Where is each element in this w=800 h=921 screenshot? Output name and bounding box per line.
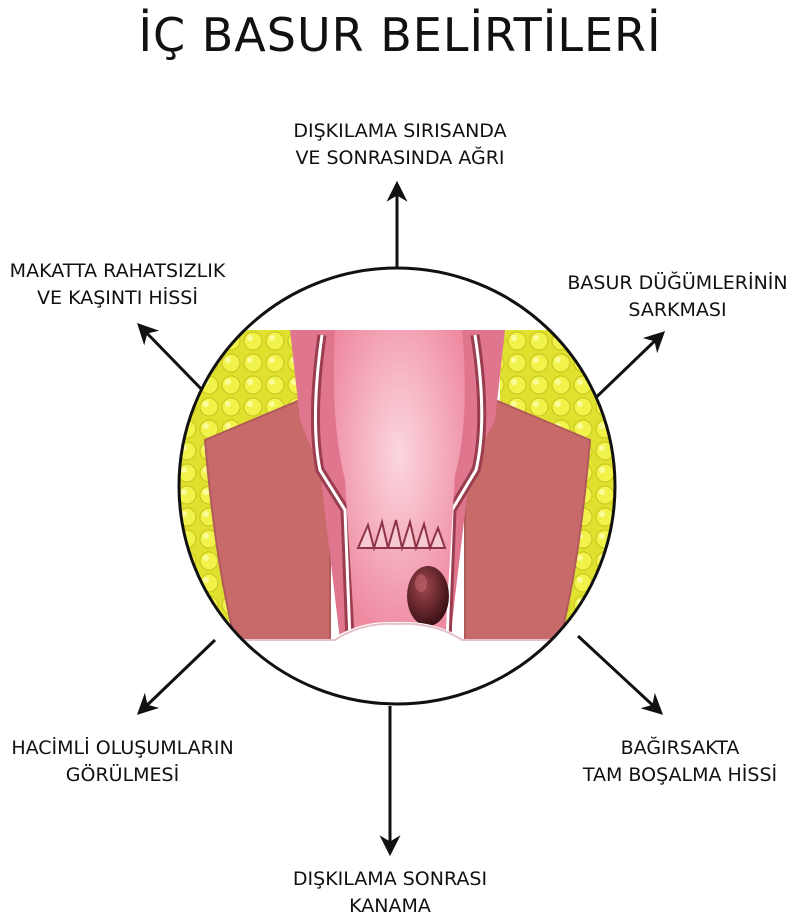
symptom-bottom-right: BAĞIRSAKTA TAM BOŞALMA HİSSİ <box>565 735 795 789</box>
symptom-bottom-line2: KANAMA <box>349 895 431 917</box>
symptom-top-line2: VE SONRASINDA AĞRI <box>295 147 505 169</box>
arrow-bottom-left <box>136 638 217 715</box>
diagram-circle <box>177 266 617 706</box>
symptom-bottom-left-line1: HACİMLİ OLUŞUMLARIN <box>11 737 234 759</box>
symptom-bottom-left-line2: GÖRÜLMESİ <box>65 764 180 786</box>
symptom-top-line1: DIŞKILAMA SIRISANDA <box>293 120 507 142</box>
arrow-top-left <box>137 322 212 400</box>
symptom-bottom-line1: DIŞKILAMA SONRASI <box>292 868 488 890</box>
symptom-top-left-line2: VE KAŞINTI HİSSİ <box>37 287 198 309</box>
symptom-top-right-line1: BASUR DÜĞÜMLERİNİN <box>567 272 788 294</box>
rectal-lumen <box>333 330 465 640</box>
symptom-top-right: BASUR DÜĞÜMLERİNİN SARKMASI <box>560 270 795 324</box>
arrows <box>136 180 666 857</box>
symptom-bottom-left: HACİMLİ OLUŞUMLARIN GÖRÜLMESİ <box>0 735 245 789</box>
symptom-bottom-right-line2: TAM BOŞALMA HİSSİ <box>582 764 778 786</box>
arrow-bottom-right <box>576 634 664 715</box>
page-title: İÇ BASUR BELİRTİLERİ <box>138 8 662 62</box>
symptom-top-right-line2: SARKMASI <box>628 299 727 321</box>
symptom-bottom: DIŞKILAMA SONRASI KANAMA <box>280 866 500 920</box>
internal-hemorrhoid <box>407 566 449 626</box>
dentate-line <box>356 518 447 552</box>
symptom-bottom-right-line1: BAĞIRSAKTA <box>620 737 740 759</box>
symptom-top-left: MAKATTA RAHATSIZLIK VE KAŞINTI HİSSİ <box>0 258 235 312</box>
symptom-top: DIŞKILAMA SIRISANDA VE SONRASINDA AĞRI <box>290 118 510 172</box>
symptom-top-left-line1: MAKATTA RAHATSIZLIK <box>9 260 226 282</box>
anatomy-illustration <box>179 268 615 704</box>
arrow-top-right <box>583 331 666 410</box>
